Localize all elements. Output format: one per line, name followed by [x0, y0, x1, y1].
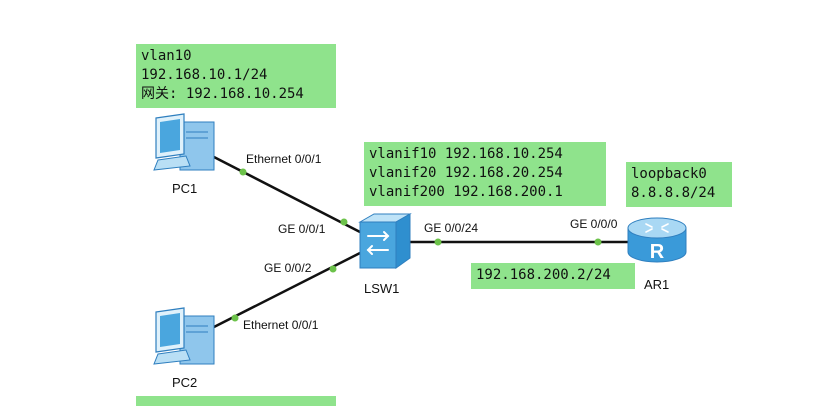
port-dot-lsw1-ge1 [340, 218, 348, 226]
port-label-pc1-eth: Ethernet 0/0/1 [246, 152, 322, 166]
note-line: vlanif200 192.168.200.1 [369, 184, 563, 200]
port-label-lsw1-ge2: GE 0/0/2 [264, 261, 312, 275]
port-dot-lsw1-ge24 [434, 238, 442, 246]
port-label-lsw1-ge24: GE 0/0/24 [424, 221, 479, 235]
port-label-ar1-ge0: GE 0/0/0 [570, 217, 618, 231]
pc-icon[interactable] [153, 113, 215, 171]
link-pc1-lsw1 [211, 154, 361, 234]
note-line: 192.168.200.2/24 [476, 267, 611, 283]
pc-icon[interactable] [153, 307, 215, 365]
port-dot-pc1 [239, 168, 247, 176]
port-dot-pc2 [231, 314, 239, 322]
note-line: loopback0 [631, 166, 707, 182]
device-label-pc1: PC1 [172, 181, 198, 196]
router-icon[interactable]: R [627, 217, 687, 263]
note-line: 网关: 192.168.10.254 [141, 86, 304, 102]
note-line: vlan10 [141, 48, 192, 64]
note-line: vlanif10 192.168.10.254 [369, 146, 563, 162]
note-line: 8.8.8.8/24 [631, 185, 716, 201]
ar1-loopback-note: loopback0 8.8.8.8/24 [626, 162, 732, 207]
lsw1-vlanif-note: vlanif10 192.168.10.254 vlanif20 192.168… [364, 142, 606, 206]
port-dot-ar1-ge0 [594, 238, 602, 246]
pc1-config-note: vlan10 192.168.10.1/24 网关: 192.168.10.25… [136, 44, 336, 108]
device-label-lsw1: LSW1 [364, 281, 400, 296]
port-dots [231, 168, 602, 322]
device-label-ar1: AR1 [644, 277, 670, 292]
switch-icon[interactable] [358, 213, 412, 269]
device-label-pc2: PC2 [172, 375, 198, 390]
pc2-config-note-partial [136, 396, 336, 406]
note-line: 192.168.10.1/24 [141, 67, 268, 83]
port-label-pc2-eth: Ethernet 0/0/1 [243, 318, 319, 332]
svg-text:R: R [650, 241, 665, 263]
note-line: vlanif20 192.168.20.254 [369, 165, 563, 181]
port-label-lsw1-ge1: GE 0/0/1 [278, 222, 326, 236]
port-dot-lsw1-ge2 [329, 265, 337, 273]
ar1-interface-ip-note: 192.168.200.2/24 [471, 263, 635, 289]
